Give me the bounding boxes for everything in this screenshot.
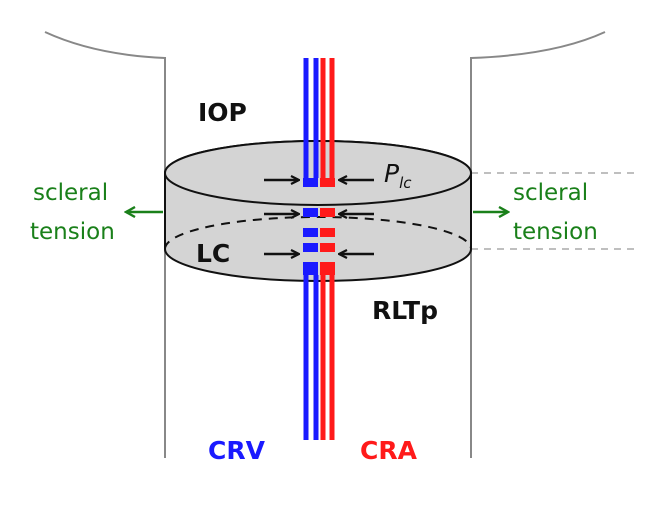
scleral-tension-right-line1: scleral — [513, 180, 588, 206]
lc-label: LC — [196, 239, 230, 268]
iop-label: IOP — [198, 98, 247, 127]
cra-label: CRA — [360, 436, 418, 465]
scleral-tension-left-line1: scleral — [33, 180, 108, 206]
left-canal-wall — [44, 31, 166, 458]
p-lc-main: P — [384, 159, 400, 188]
central-retinal-artery — [320, 58, 335, 440]
right-canal-wall — [470, 31, 606, 458]
lamina-cribrosa-hidden-edge — [164, 216, 472, 250]
rltp-label: RLTp — [372, 296, 438, 325]
compression-arrows — [264, 180, 374, 254]
crv-label: CRV — [208, 436, 266, 465]
scleral-tension-left-line2: tension — [30, 219, 115, 245]
central-retinal-vein — [303, 58, 319, 440]
p-lc-sub: lc — [399, 174, 412, 192]
p-lc-label: Plc — [384, 159, 412, 192]
scleral-tension-right-line2: tension — [513, 219, 598, 245]
